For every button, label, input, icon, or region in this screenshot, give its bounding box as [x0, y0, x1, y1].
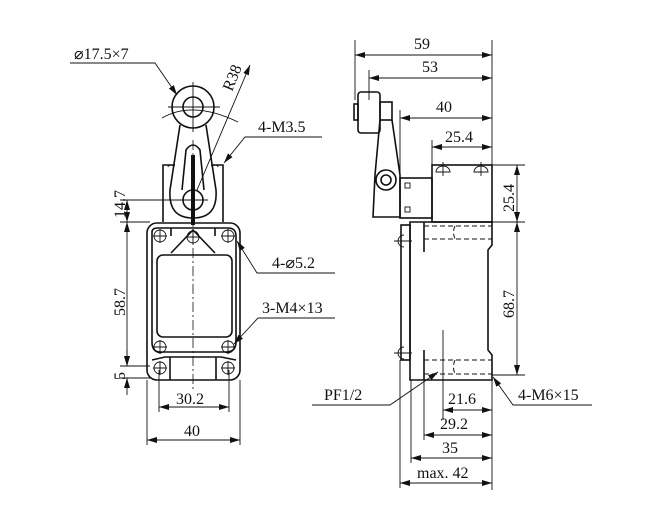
dim-25-4-horizontal: 25.4: [445, 129, 473, 146]
conduit-label: PF1/2: [324, 387, 362, 404]
pivot-side: [375, 169, 397, 191]
front-view: 14.7 58.7 5 30.2 40 ⌀17.5×7 R38 4-M3.5 4…: [70, 46, 335, 445]
screw-label: 4-M3.5: [258, 119, 306, 136]
mounting-holes: [153, 229, 235, 375]
dim-30-2: 30.2: [176, 391, 204, 408]
dim-68-7: 68.7: [501, 290, 518, 318]
body-side: [409, 221, 493, 381]
hole-label: 4-⌀5.2: [272, 255, 315, 272]
mounting-plate: [400, 224, 411, 361]
dim-53: 53: [422, 59, 438, 76]
dim-25-4-vertical: 25.4: [501, 184, 518, 212]
thread-label: 4-M6×15: [518, 387, 579, 404]
threaded-holes: [424, 225, 492, 375]
mount-label: 3-M4×13: [262, 300, 323, 317]
dim-14-7: 14.7: [112, 190, 129, 218]
switch-body: [146, 222, 241, 381]
dim-59: 59: [414, 36, 430, 53]
dim-58-7: 58.7: [112, 288, 129, 316]
radius-arc: [161, 109, 239, 123]
roller-size-label: ⌀17.5×7: [74, 46, 129, 63]
radius-label: R38: [220, 62, 246, 93]
head-housing-side: [431, 164, 493, 223]
window: [156, 254, 233, 338]
side-view: 59 53 40 25.4 25.4 68.7 21.6 29.2 35 max…: [312, 36, 592, 490]
dim-35: 35: [442, 440, 458, 457]
dim-29-2: 29.2: [440, 416, 468, 433]
dim-5: 5: [112, 372, 129, 380]
dim-max-42: max. 42: [417, 465, 469, 482]
dim-40-side: 40: [436, 99, 452, 116]
dim-40-front: 40: [184, 423, 200, 440]
dim-21-6: 21.6: [448, 391, 476, 408]
